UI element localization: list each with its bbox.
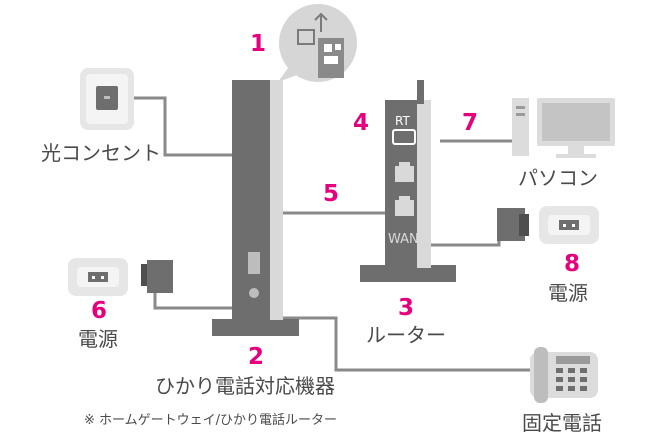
- pc-icon: [512, 98, 615, 158]
- router-port-wan: WAN: [388, 232, 419, 247]
- phone-icon: [530, 347, 598, 403]
- step-number-5: 5: [323, 181, 340, 207]
- router-port-rt: RT: [395, 114, 410, 128]
- power-adapter-icon: [497, 208, 529, 241]
- main-device: [212, 80, 299, 336]
- label-optical-outlet: 光コンセント: [41, 141, 161, 165]
- step-number-6: 6: [91, 298, 108, 324]
- power-outlet-icon: [539, 206, 599, 244]
- label-router: ルーター: [366, 323, 446, 347]
- step-number-8: 8: [564, 251, 581, 277]
- step-number-4: 4: [353, 110, 370, 136]
- cables: [133, 96, 530, 372]
- cable-8-router-power: [430, 236, 501, 247]
- label-power-right: 電源: [548, 281, 588, 305]
- cable-6-left-power: [153, 293, 232, 310]
- rear-view-callout-icon: [278, 4, 357, 82]
- router: [360, 80, 456, 282]
- label-phone: 固定電話: [522, 411, 602, 435]
- step-number-2: 2: [248, 344, 265, 370]
- optical-outlet-icon: [80, 68, 134, 130]
- label-pc: パソコン: [518, 166, 598, 190]
- step-number-3: 3: [398, 295, 415, 321]
- label-main-device: ひかり電話対応機器: [155, 374, 335, 398]
- cable-phone: [283, 316, 530, 372]
- step-number-7: 7: [462, 110, 479, 136]
- cable-optical: [133, 96, 232, 157]
- power-outlet-icon: [68, 258, 128, 296]
- note-device-types: ※ ホームゲートウェイ/ひかり電話ルーター: [84, 413, 338, 428]
- power-adapter-icon: [141, 260, 173, 293]
- label-power-left: 電源: [78, 327, 118, 351]
- step-number-1: 1: [250, 31, 267, 57]
